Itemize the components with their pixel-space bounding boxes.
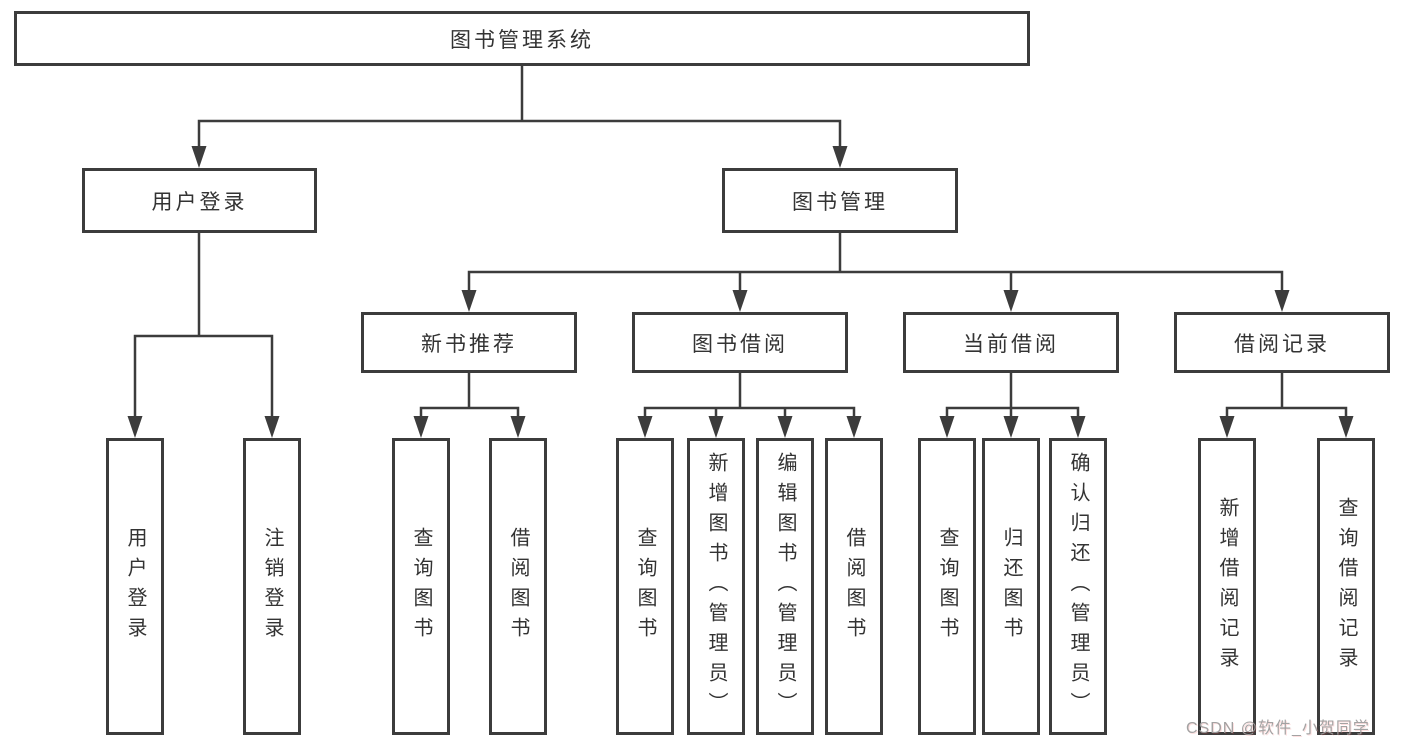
leaf-return-books-label: 归还图书 [1000,526,1022,647]
node-current-borrow: 当前借阅 [903,312,1119,373]
node-library-system-label: 图书管理系统 [450,28,594,52]
node-new-book-recommend: 新书推荐 [361,312,577,373]
node-user-login-label: 用户登录 [151,190,248,214]
node-user-login: 用户登录 [82,168,317,233]
leaf-confirm-return-admin: 确认归还（管理员） [1049,438,1107,735]
node-current-borrow-label: 当前借阅 [963,332,1059,356]
leaf-logout-label: 注销登录 [261,526,283,647]
leaf-query-books-current-label: 查询图书 [936,526,958,647]
leaf-query-borrow-record-label: 查询借阅记录 [1335,496,1357,677]
node-borrow-records-label: 借阅记录 [1234,332,1330,356]
leaf-borrow-books: 借阅图书 [825,438,883,735]
leaf-query-borrow-record: 查询借阅记录 [1317,438,1375,735]
leaf-user-login: 用户登录 [106,438,164,735]
leaf-add-book-admin-label: 新增图书（管理员） [705,451,727,722]
leaf-query-books-recommend-label: 查询图书 [410,526,432,647]
leaf-logout: 注销登录 [243,438,301,735]
leaf-edit-book-admin-label: 编辑图书（管理员） [774,451,796,722]
leaf-user-login-label: 用户登录 [124,526,146,647]
node-library-system: 图书管理系统 [14,11,1030,66]
leaf-add-borrow-record: 新增借阅记录 [1198,438,1256,735]
leaf-edit-book-admin: 编辑图书（管理员） [756,438,814,735]
node-book-borrow-label: 图书借阅 [692,332,788,356]
leaf-return-books: 归还图书 [982,438,1040,735]
node-book-management: 图书管理 [722,168,958,233]
watermark-text: CSDN @软件_小贺同学 [1186,720,1370,737]
leaf-query-books-recommend: 查询图书 [392,438,450,735]
node-book-borrow: 图书借阅 [632,312,848,373]
leaf-borrow-books-label: 借阅图书 [843,526,865,647]
node-book-management-label: 图书管理 [792,190,888,214]
node-new-book-recommend-label: 新书推荐 [421,332,517,356]
leaf-add-borrow-record-label: 新增借阅记录 [1216,496,1238,677]
leaf-query-books-borrow-label: 查询图书 [634,526,656,647]
leaf-borrow-books-recommend-label: 借阅图书 [507,526,529,647]
leaf-query-books-borrow: 查询图书 [616,438,674,735]
leaf-borrow-books-recommend: 借阅图书 [489,438,547,735]
node-borrow-records: 借阅记录 [1174,312,1390,373]
leaf-confirm-return-admin-label: 确认归还（管理员） [1067,451,1089,722]
leaf-query-books-current: 查询图书 [918,438,976,735]
leaf-add-book-admin: 新增图书（管理员） [687,438,745,735]
